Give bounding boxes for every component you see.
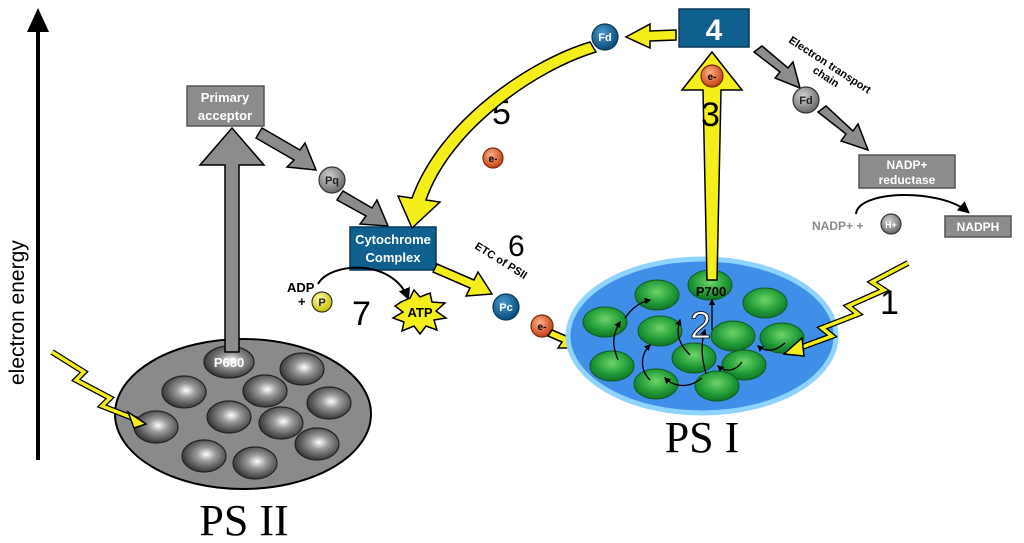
ps2-title: PS II [199, 496, 288, 543]
phosphate-ball [311, 291, 333, 313]
step4-box [678, 8, 750, 48]
arrow-fd-to-reductase [816, 105, 870, 152]
energy-axis [27, 8, 49, 460]
ps1-title: PS I [665, 413, 740, 462]
arrow-box4-to-fd-top [624, 22, 677, 50]
electron-near-pc [530, 314, 554, 338]
nadph-label: NADPH [957, 220, 1000, 234]
cytochrome-complex-box [349, 226, 437, 271]
adp-plus: + [298, 294, 306, 309]
p680-label: P680 [214, 355, 244, 370]
step-3: 3 [701, 96, 720, 134]
phosphate-label: P [318, 297, 325, 309]
fd-top-carrier [591, 23, 619, 51]
step-4: 4 [706, 14, 723, 47]
h-plus-label: H+ [885, 220, 897, 230]
pq-label: Pq [325, 175, 339, 187]
adp-label: ADP [287, 280, 315, 295]
adp-to-atp-curve [317, 266, 410, 301]
axis-label: electron energy [6, 240, 29, 385]
p700-label: P700 [696, 284, 726, 299]
nadp-reductase-line2: reductase [879, 173, 936, 187]
arrow-fd-to-cytochrome [396, 41, 598, 230]
ps1-transfer-arrows [613, 297, 786, 387]
h-plus-ball [880, 213, 902, 235]
arrow-cytochrome-to-pc [431, 263, 494, 297]
primary-acceptor-line2: acceptor [198, 108, 252, 123]
cytochrome-line2: Complex [366, 250, 422, 265]
arrow-pq-to-cytochrome [335, 189, 390, 227]
arrow-box4-to-fd-right [752, 45, 802, 90]
ps1-ellipse [565, 256, 839, 416]
ps2-ellipse [114, 338, 372, 490]
step-1: 1 [880, 284, 899, 322]
primary-acceptor-box [186, 85, 265, 127]
nadp-reductase-line1: NADP+ [886, 158, 927, 172]
fd-top-label: Fd [598, 32, 611, 44]
cytochrome-line1: Cytochrome [355, 232, 431, 247]
light-bolt-ps2 [50, 349, 148, 429]
fd-right-label: Fd [799, 95, 812, 107]
nadp-reductase-box [858, 154, 956, 189]
primary-acceptor-line1: Primary [201, 90, 250, 105]
electron-step3 [700, 64, 724, 88]
electron-step5 [482, 147, 504, 169]
electron-step3-label: e- [708, 72, 717, 83]
step-2: 2 [690, 305, 711, 347]
arrow-p700-to-box4 [680, 50, 744, 281]
arrow-acceptor-to-pq [254, 126, 318, 171]
nadp-to-nadph-curve [855, 194, 970, 215]
electron-near-pc-label: e- [538, 322, 547, 333]
step-7: 7 [352, 295, 371, 333]
nadph-box [944, 215, 1012, 238]
pq-carrier [318, 166, 346, 194]
light-bolt-ps1 [782, 260, 910, 357]
pc-label: Pc [499, 302, 512, 314]
atp-starburst [391, 288, 448, 336]
step-6: 6 [508, 230, 525, 263]
atp-label: ATP [407, 305, 432, 320]
nadp-plus-label: NADP+ + [812, 219, 863, 233]
fd-right-carrier [792, 86, 820, 114]
electron-step5-label: e- [489, 154, 498, 165]
pc-carrier [492, 293, 520, 321]
arrow-p680-to-acceptor [198, 126, 266, 353]
